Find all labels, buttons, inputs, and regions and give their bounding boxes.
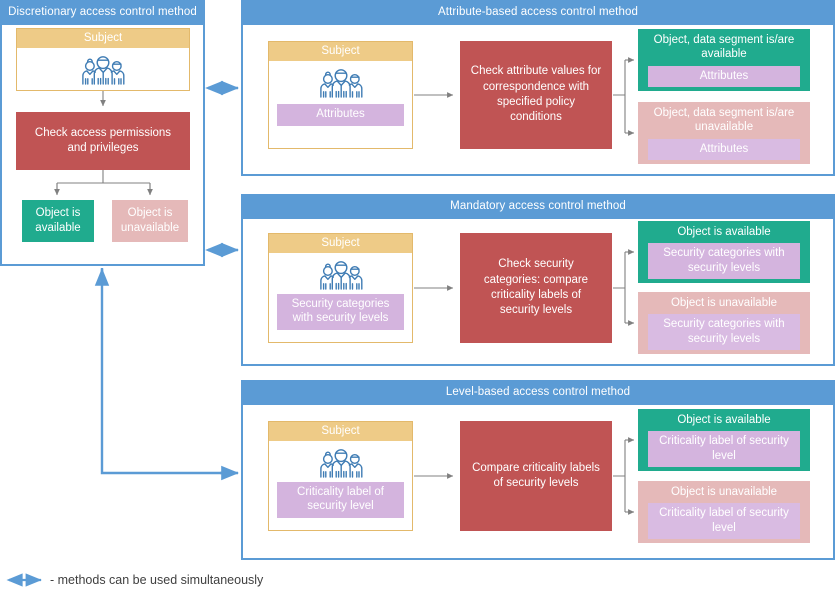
result-unavailable-title-abac: Object, data segment is/are unavailable: [653, 106, 795, 134]
panel-body-mandatory: Subject: [243, 219, 833, 359]
subject-tag-lbac: Criticality label of security level: [277, 482, 404, 518]
result-unavailable-mac: Object is unavailable Security categorie…: [638, 291, 810, 354]
result-unavailable-tag-lbac: Criticality label of security level: [648, 503, 800, 539]
people-group-icon: [319, 448, 362, 478]
result-unavailable-abac: Object, data segment is/are unavailable …: [638, 101, 810, 164]
result-available-tag-mac: Security categories with security levels: [648, 243, 800, 279]
result-unavailable-lbac: Object is unavailable Criticality label …: [638, 480, 810, 543]
double-headed-arrow-icon: [6, 573, 42, 587]
subject-title-abac: Subject: [269, 41, 412, 61]
result-available-title-mac: Object is available: [677, 225, 771, 238]
panel-title-discretionary: Discretionary access control method: [2, 2, 203, 25]
process-box-mac: Check security categories: compare criti…: [460, 232, 612, 343]
result-available-title-lbac: Object is available: [677, 413, 771, 426]
result-available-mac: Object is available Security categories …: [638, 220, 810, 283]
link-dac-lbac-path: [100, 268, 235, 475]
people-group-icon: [82, 55, 125, 85]
result-unavailable-tag-mac: Security categories with security levels: [648, 314, 800, 350]
result-available-title-abac: Object, data segment is/are available: [653, 33, 795, 61]
panel-attribute-based-access-control: Attribute-based access control method Su…: [241, 0, 835, 176]
panel-body-level-based: Subject: [243, 405, 833, 553]
subject-tag-mac: Security categories with security levels: [277, 294, 404, 330]
result-available-lbac: Object is available Criticality label of…: [638, 408, 810, 471]
subject-tag-abac: Attributes: [277, 104, 404, 126]
panel-level-based-access-control: Level-based access control method Subjec…: [241, 380, 835, 560]
subject-card-mac: Subject: [268, 232, 413, 343]
people-group-icon: [319, 68, 362, 98]
process-box-abac: Check attribute values for correspondenc…: [460, 40, 612, 149]
panel-mandatory-access-control: Mandatory access control method Subject: [241, 194, 835, 366]
legend: - methods can be used simultaneously: [0, 568, 420, 592]
subject-body-mac: Security categories with security levels: [269, 253, 412, 340]
legend-text: - methods can be used simultaneously: [50, 573, 264, 587]
subject-title-lbac: Subject: [269, 421, 412, 441]
process-box-dac: Check access permissions and privileges: [16, 111, 190, 170]
subject-card-dac: Subject: [16, 27, 190, 91]
panel-body-discretionary: Subject: [2, 25, 203, 259]
result-available-dac: Object is available: [22, 199, 94, 242]
result-available-tag-lbac: Criticality label of security level: [648, 431, 800, 467]
panel-body-attribute-based: Subject: [243, 25, 833, 169]
subject-title-dac: Subject: [17, 28, 189, 48]
result-available-abac: Object, data segment is/are available At…: [638, 28, 810, 91]
result-unavailable-tag-abac: Attributes: [648, 138, 800, 160]
result-unavailable-title-lbac: Object is unavailable: [670, 485, 778, 498]
subject-body-lbac: Criticality label of security level: [269, 441, 412, 528]
subject-title-mac: Subject: [269, 233, 412, 253]
result-available-tag-abac: Attributes: [648, 65, 800, 87]
panel-title-mandatory: Mandatory access control method: [243, 196, 833, 219]
subject-card-lbac: Subject: [268, 420, 413, 531]
subject-card-abac: Subject: [268, 40, 413, 149]
subject-body-dac: [17, 48, 189, 88]
people-group-icon: [319, 260, 362, 290]
process-box-lbac: Compare criticality labels of security l…: [460, 420, 612, 531]
panel-discretionary-access-control: Discretionary access control method Subj…: [0, 0, 205, 266]
panel-title-level-based: Level-based access control method: [243, 382, 833, 405]
subject-body-abac: Attributes: [269, 61, 412, 146]
panel-title-attribute-based: Attribute-based access control method: [243, 2, 833, 25]
result-unavailable-title-mac: Object is unavailable: [670, 296, 778, 309]
result-unavailable-dac: Object is unavailable: [112, 199, 188, 242]
